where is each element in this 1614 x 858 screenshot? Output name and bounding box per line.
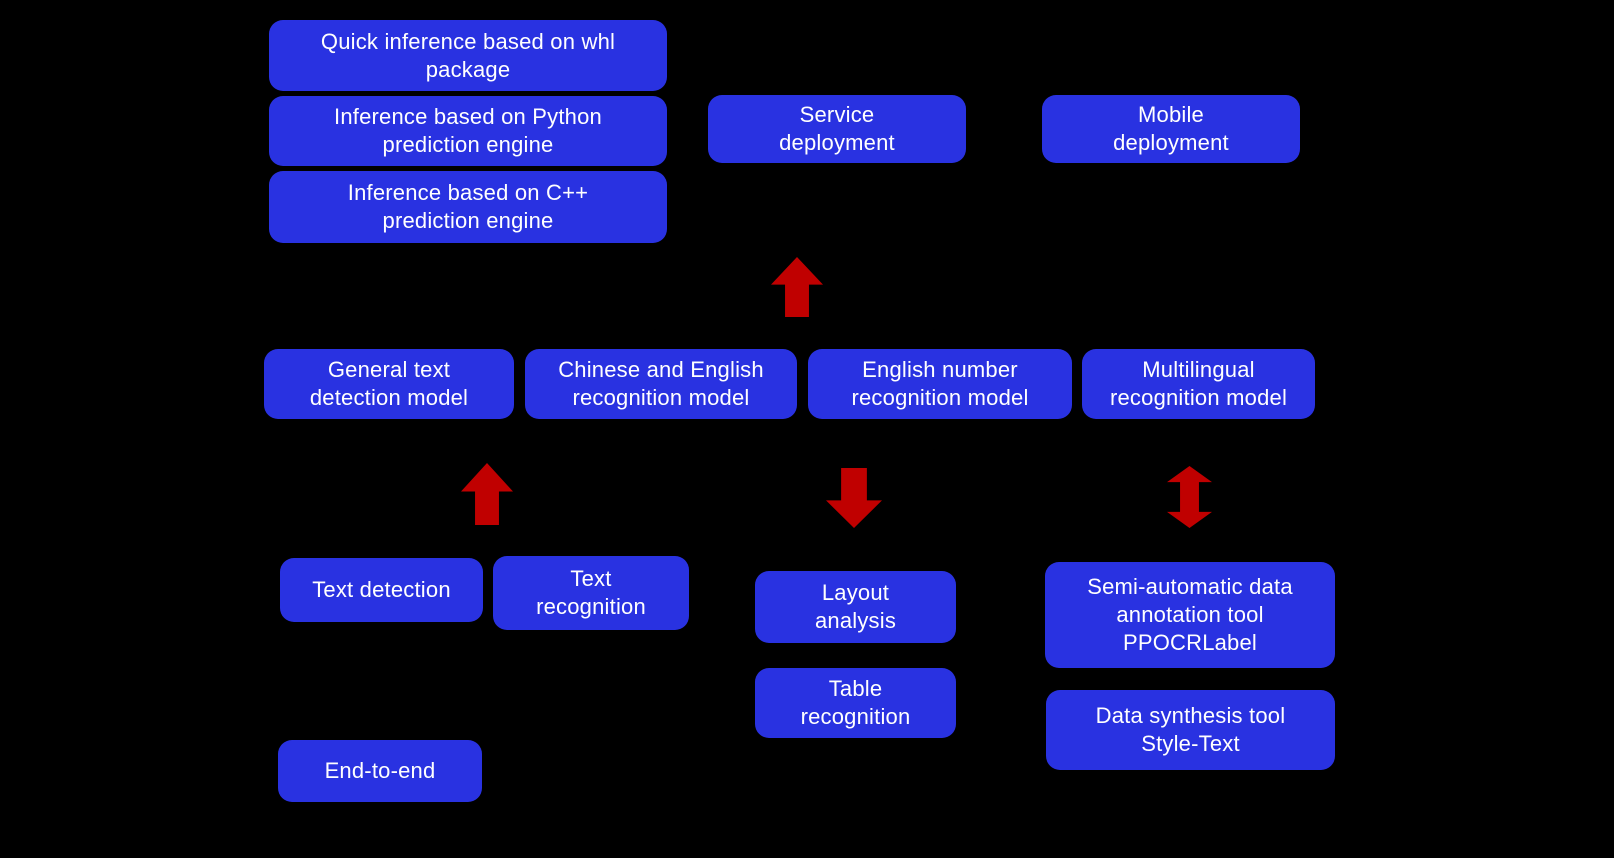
node-end-to-end: End-to-end (278, 740, 482, 802)
node-english-number-recognition-model: English number recognition model (808, 349, 1072, 419)
arrow-up-icon (461, 463, 513, 525)
node-layout-analysis: Layout analysis (755, 571, 956, 643)
node-quick-inference-whl: Quick inference based on whl package (269, 20, 667, 91)
node-text-recognition: Text recognition (493, 556, 689, 630)
node-cpp-prediction-engine: Inference based on C++ prediction engine (269, 171, 667, 243)
node-multilingual-recognition-model: Multilingual recognition model (1082, 349, 1315, 419)
node-python-prediction-engine: Inference based on Python prediction eng… (269, 96, 667, 166)
node-mobile-deployment: Mobile deployment (1042, 95, 1300, 163)
node-style-text-synthesis-tool: Data synthesis tool Style-Text (1046, 690, 1335, 770)
arrow-down-icon (826, 468, 882, 528)
node-service-deployment: Service deployment (708, 95, 966, 163)
arrow-up-icon (771, 257, 823, 317)
node-chinese-english-recognition-model: Chinese and English recognition model (525, 349, 797, 419)
node-text-detection: Text detection (280, 558, 483, 622)
node-table-recognition: Table recognition (755, 668, 956, 738)
node-ppocrlabel-annotation-tool: Semi-automatic data annotation tool PPOC… (1045, 562, 1335, 668)
node-general-text-detection-model: General text detection model (264, 349, 514, 419)
arrow-up-down-icon (1167, 466, 1212, 528)
